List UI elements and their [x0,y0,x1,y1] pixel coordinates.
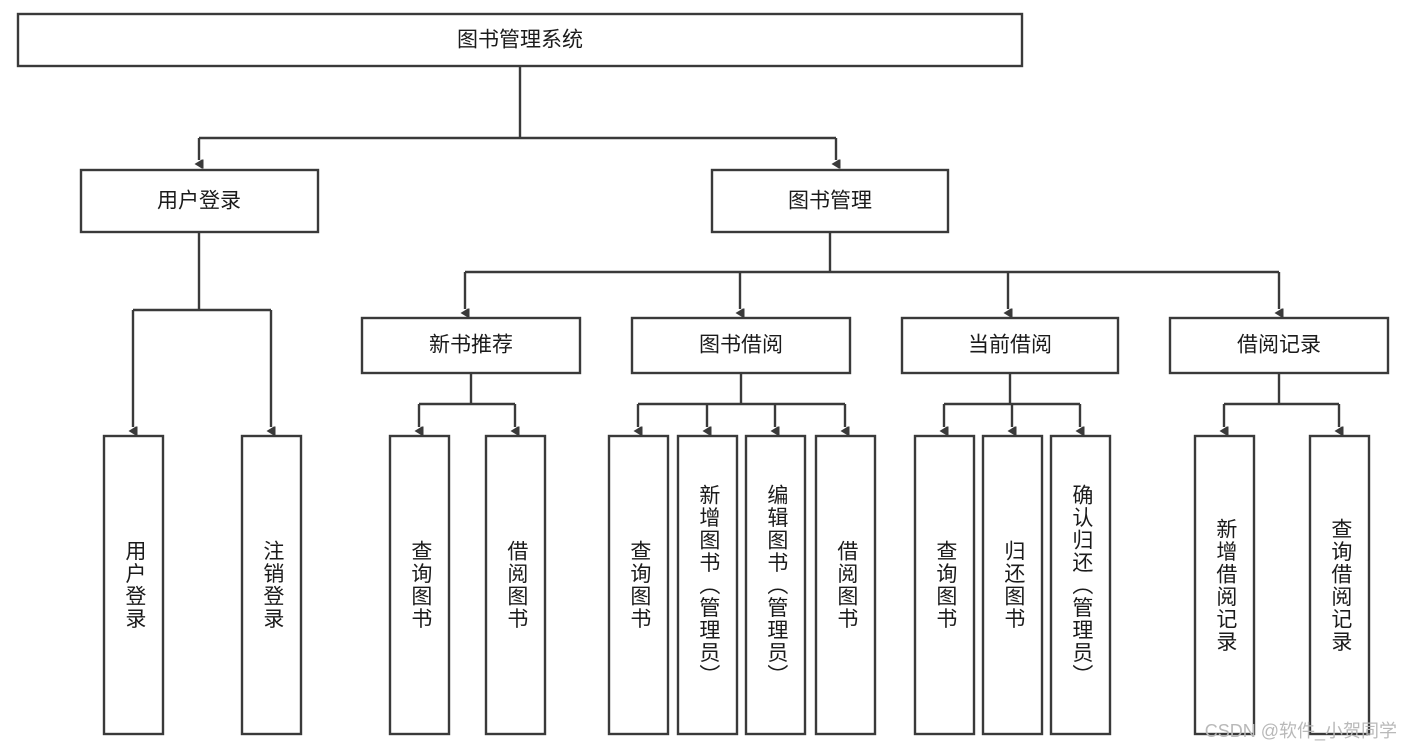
connectors-newbook-to-leaves [419,373,515,427]
node-leaf-query-book-3-box[interactable] [913,434,976,736]
node-current-borrow[interactable]: 当前借阅 [900,316,1120,375]
node-leaf-add-borrow-record-box[interactable] [1193,434,1256,736]
connectors-bookborrow-to-leaves [638,373,845,427]
node-leaf-query-book-2-box[interactable] [607,434,670,736]
node-root-box[interactable] [16,12,1024,68]
node-book-management-label: 图书管理 [788,190,872,213]
node-new-book-recommend-box[interactable] [360,316,582,375]
node-leaf-borrow-book-1-box[interactable] [484,434,547,736]
node-user-login-label: 用户登录 [157,190,241,213]
node-leaf-user-logout-box[interactable] [240,434,303,736]
node-leaf-borrow-book-2-box[interactable] [814,434,877,736]
connectors-bookmanagement-to-level3 [465,232,1279,309]
node-book-borrow[interactable]: 图书借阅 [630,316,852,375]
node-leaf-query-book-1-box[interactable] [388,434,451,736]
node-current-borrow-label: 当前借阅 [968,334,1052,357]
node-leaf-add-book-admin-box[interactable] [676,434,739,736]
node-leaf-query-borrow-record-box[interactable] [1308,434,1371,736]
node-book-management[interactable]: 图书管理 [710,168,950,234]
node-current-borrow-box[interactable] [900,316,1120,375]
connectors-borrowrecord-to-leaves [1224,373,1339,427]
node-leaf-return-book-box[interactable] [981,434,1044,736]
node-new-book-recommend[interactable]: 新书推荐 [360,316,582,375]
node-user-login[interactable]: 用户登录 [79,168,320,234]
connectors-currentborrow-to-leaves [944,373,1080,427]
node-borrow-record-label: 借阅记录 [1237,334,1321,357]
node-root[interactable]: 图书管理系统 [16,12,1024,68]
node-borrow-record[interactable]: 借阅记录 [1168,316,1390,375]
node-leaf-edit-book-admin-box[interactable] [744,434,807,736]
node-leaf-confirm-return-admin-box[interactable] [1049,434,1112,736]
connectors-root-to-level2 [199,66,836,160]
node-book-borrow-label: 图书借阅 [699,334,783,357]
node-book-borrow-box[interactable] [630,316,852,375]
node-root-label: 图书管理系统 [457,29,583,52]
node-user-login-box[interactable] [79,168,320,234]
csdn-watermark: CSDN @软件_小贺同学 [1204,721,1397,741]
node-borrow-record-box[interactable] [1168,316,1390,375]
node-book-management-box[interactable] [710,168,950,234]
node-leaf-user-login-box[interactable] [102,434,165,736]
node-new-book-recommend-label: 新书推荐 [429,334,513,357]
connectors-userlogin-to-leaves [133,232,271,427]
